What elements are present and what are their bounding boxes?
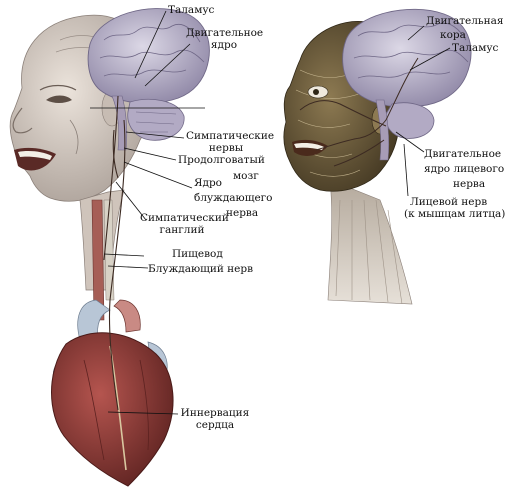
right-nerve-paths bbox=[299, 57, 419, 167]
label-motor-cortex-line2: кора bbox=[440, 29, 466, 41]
label-sympathetic-nerves-line1: Симпатические bbox=[186, 130, 275, 142]
label-motor-nucleus-line2: ядро bbox=[210, 39, 238, 51]
label-esophagus: Пищевод bbox=[172, 248, 223, 260]
left-heart bbox=[51, 299, 174, 487]
label-sympathetic-ganglion-line1: Симпатический bbox=[140, 212, 229, 224]
label-vagus-nucleus-line1: Ядро bbox=[194, 177, 222, 189]
label-medulla-line1: Продолговатый bbox=[178, 154, 265, 166]
label-facial-nucleus-line1: Двигательное bbox=[424, 148, 502, 160]
left-nerve-paths bbox=[103, 95, 126, 411]
label-facial-nucleus-line3: нерва bbox=[453, 178, 486, 190]
label-sympathetic-nerves-line2: нервы bbox=[208, 142, 244, 154]
label-motor-cortex-line1: Двигательная bbox=[426, 15, 504, 27]
label-facial-nucleus-line2: ядро лицевого bbox=[424, 163, 505, 175]
left-leader-lines bbox=[90, 10, 205, 415]
label-thalamus-right: Таламус bbox=[452, 42, 499, 54]
label-vagus-nucleus-line3: нерва bbox=[226, 207, 259, 219]
right-brain bbox=[342, 8, 472, 161]
label-sympathetic-ganglion-line2: ганглий bbox=[159, 224, 205, 236]
label-facial-nerve-line2: (к мышцам литца) bbox=[404, 208, 506, 220]
label-heart-innervation-line1: Иннервация bbox=[180, 407, 250, 419]
label-vagus-nerve: Блуждающий нерв bbox=[148, 263, 254, 275]
right-leader-lines bbox=[395, 25, 451, 197]
label-sympathetic-nerves: Симпатические нервы bbox=[186, 130, 275, 154]
left-brain bbox=[87, 8, 210, 151]
label-vagus-nucleus-line2: блуждающего bbox=[194, 192, 273, 204]
label-facial-nerve-line1: Лицевой нерв bbox=[410, 196, 488, 208]
label-motor-nucleus-line1: Двигательное bbox=[186, 27, 264, 39]
right-neck bbox=[327, 179, 413, 305]
label-heart-innervation-line2: сердца bbox=[195, 419, 235, 431]
label-heart-innervation: Иннервация сердца bbox=[178, 407, 252, 431]
label-medulla-line2: мозг bbox=[233, 170, 259, 182]
left-neck bbox=[79, 189, 125, 321]
label-sympathetic-ganglion: Симпатический ганглий bbox=[140, 212, 229, 236]
label-thalamus-left: Таламус bbox=[168, 4, 215, 16]
label-motor-nucleus: Двигательное ядро bbox=[186, 27, 264, 51]
